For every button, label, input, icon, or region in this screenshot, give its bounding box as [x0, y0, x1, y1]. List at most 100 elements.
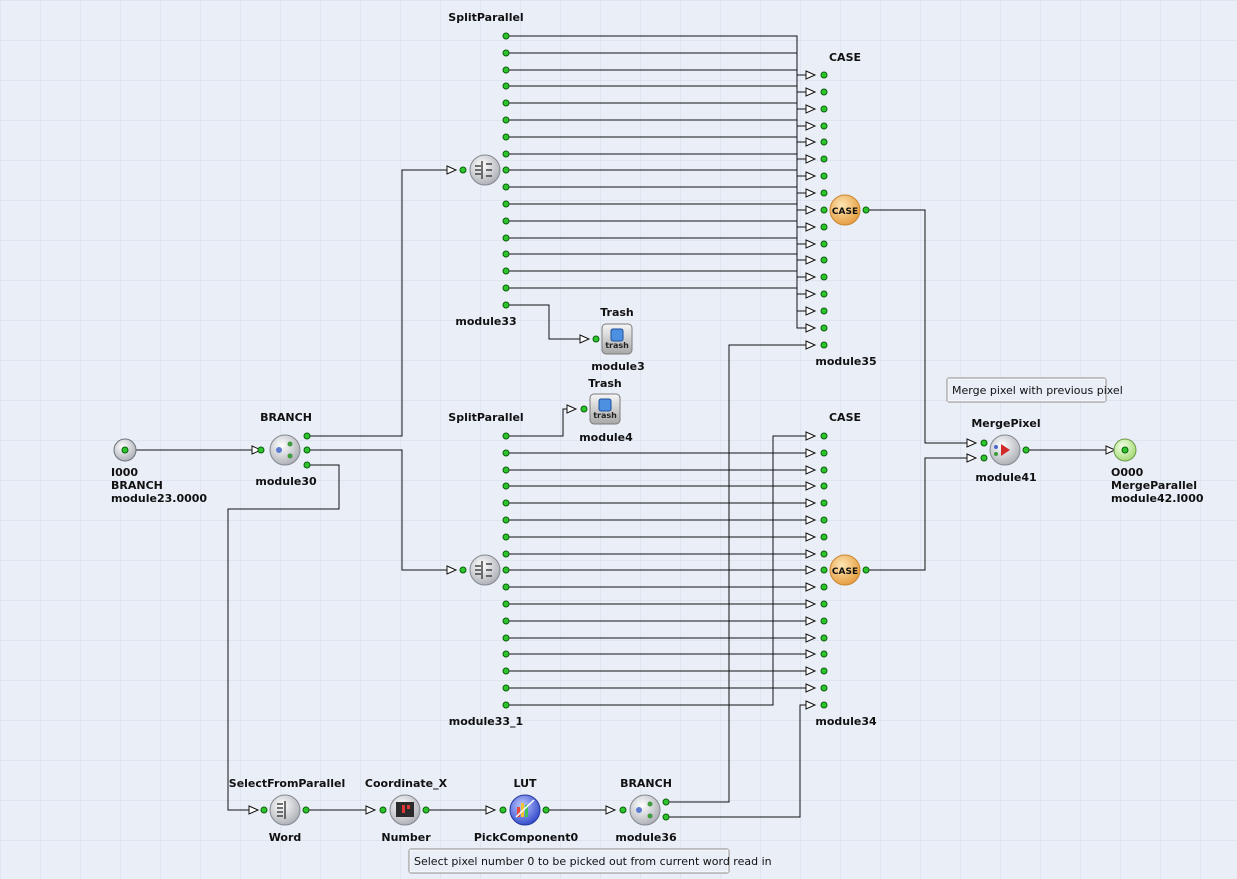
- case35-input-port[interactable]: [820, 172, 828, 180]
- case35-input-port[interactable]: [820, 206, 828, 214]
- split-bottom-port[interactable]: [502, 667, 510, 675]
- case34-input-port[interactable]: [820, 684, 828, 692]
- case35-input-port[interactable]: [820, 189, 828, 197]
- case35-input-port[interactable]: [820, 256, 828, 264]
- case34-input-port[interactable]: [820, 516, 828, 524]
- split-top-port[interactable]: [502, 166, 510, 174]
- split-top-port[interactable]: [502, 32, 510, 40]
- case35-input-port[interactable]: [820, 71, 828, 79]
- split-bottom-icon: [469, 554, 501, 586]
- case35-output[interactable]: [862, 206, 870, 214]
- split-top-port[interactable]: [502, 116, 510, 124]
- input-port-module[interactable]: I000 BRANCH module23.0000: [111, 438, 207, 505]
- case35-input-arrow: [805, 70, 817, 80]
- output-port-module[interactable]: O000 MergeParallel module42.I000: [1105, 438, 1204, 505]
- case34-input-port[interactable]: [820, 667, 828, 675]
- case35-input-arrow: [805, 171, 817, 181]
- case35-input-port[interactable]: [820, 324, 828, 332]
- split-bottom-port[interactable]: [502, 482, 510, 490]
- case35-input-port[interactable]: [820, 122, 828, 130]
- split-top-port[interactable]: [502, 234, 510, 242]
- comment-select[interactable]: Select pixel number 0 to be picked out f…: [408, 848, 772, 874]
- split-parallel-bottom[interactable]: SplitParallel module33_1: [446, 411, 524, 728]
- split-top-port[interactable]: [502, 150, 510, 158]
- selectfromparallel-word[interactable]: SelectFromParallel Word: [229, 777, 345, 844]
- case34-input-port[interactable]: [820, 482, 828, 490]
- split-top-port[interactable]: [502, 82, 510, 90]
- trash-module4[interactable]: Trash trash module4: [566, 377, 633, 444]
- split-bottom-port[interactable]: [502, 583, 510, 591]
- split-bottom-port[interactable]: [502, 701, 510, 709]
- split-bottom-port[interactable]: [502, 650, 510, 658]
- split-bottom-port[interactable]: [502, 432, 510, 440]
- split-top-port[interactable]: [502, 66, 510, 74]
- lut-pickcomponent0[interactable]: LUT PickComponent0: [474, 777, 579, 844]
- split-bottom-port[interactable]: [502, 634, 510, 642]
- split-top-port[interactable]: [502, 250, 510, 258]
- split-top-port[interactable]: [502, 183, 510, 191]
- case34-input-port[interactable]: [820, 583, 828, 591]
- case34-input-port[interactable]: [820, 634, 828, 642]
- comment-merge[interactable]: Merge pixel with previous pixel: [946, 377, 1123, 403]
- mergepixel-module41[interactable]: MergePixel module41: [966, 417, 1041, 484]
- case35-input-port[interactable]: [820, 307, 828, 315]
- trash4-name-label: module4: [579, 431, 633, 444]
- case34-input-port[interactable]: [820, 600, 828, 608]
- case34-input-arrow: [805, 616, 817, 626]
- split-bottom-port[interactable]: [502, 449, 510, 457]
- case34-input-port[interactable]: [820, 432, 828, 440]
- case-module35[interactable]: CASE CASE module35: [815, 51, 876, 368]
- split-parallel-top[interactable]: SplitParallel module33: [446, 11, 524, 328]
- split-bottom-port[interactable]: [502, 466, 510, 474]
- case34-input-port[interactable]: [820, 650, 828, 658]
- branch30-out-3[interactable]: [303, 461, 311, 469]
- case34-input-port[interactable]: [820, 466, 828, 474]
- case35-input-port[interactable]: [820, 341, 828, 349]
- input-label-1: I000: [111, 466, 138, 479]
- trash4-type-label: Trash: [588, 377, 622, 390]
- branch-module30[interactable]: BRANCH module30: [251, 411, 317, 488]
- case35-input-port[interactable]: [820, 155, 828, 163]
- case34-input-port[interactable]: [820, 533, 828, 541]
- split-bottom-port[interactable]: [502, 566, 510, 574]
- case35-input-port[interactable]: [820, 273, 828, 281]
- case35-input-port[interactable]: [820, 105, 828, 113]
- select-note-text: Select pixel number 0 to be picked out f…: [414, 855, 772, 868]
- case35-input-port[interactable]: [820, 138, 828, 146]
- split-top-ports: [502, 32, 510, 309]
- split-bottom-port[interactable]: [502, 499, 510, 507]
- split-top-port[interactable]: [502, 284, 510, 292]
- split-bottom-port[interactable]: [502, 516, 510, 524]
- branch30-out-2[interactable]: [303, 446, 311, 454]
- split-top-port[interactable]: [502, 200, 510, 208]
- case34-input-port[interactable]: [820, 449, 828, 457]
- case34-output[interactable]: [862, 566, 870, 574]
- case34-input-port[interactable]: [820, 617, 828, 625]
- case-module34[interactable]: CASE CASE module34: [815, 411, 877, 728]
- branch-module36[interactable]: BRANCH module36: [605, 777, 677, 844]
- case34-input-port[interactable]: [820, 701, 828, 709]
- split-top-port[interactable]: [502, 133, 510, 141]
- trash-module3[interactable]: Trash trash module3: [579, 306, 645, 373]
- split-bottom-port[interactable]: [502, 600, 510, 608]
- split-top-port[interactable]: [502, 99, 510, 107]
- case34-input-port[interactable]: [820, 566, 828, 574]
- case34-input-port[interactable]: [820, 499, 828, 507]
- split-top-port[interactable]: [502, 49, 510, 57]
- split-top-port[interactable]: [502, 267, 510, 275]
- split-bottom-port[interactable]: [502, 684, 510, 692]
- case34-input-arrow: [805, 448, 817, 458]
- split-bottom-port[interactable]: [502, 617, 510, 625]
- split-top-port[interactable]: [502, 217, 510, 225]
- split-top-port[interactable]: [502, 301, 510, 309]
- case35-input-port[interactable]: [820, 88, 828, 96]
- split-bottom-port[interactable]: [502, 533, 510, 541]
- case35-input-port[interactable]: [820, 290, 828, 298]
- case35-input-port[interactable]: [820, 240, 828, 248]
- branch30-out-1[interactable]: [303, 432, 311, 440]
- split-bottom-port[interactable]: [502, 550, 510, 558]
- case35-input-port[interactable]: [820, 223, 828, 231]
- coordinate-x-number[interactable]: Coordinate_X Number: [365, 777, 448, 844]
- case34-input-port[interactable]: [820, 550, 828, 558]
